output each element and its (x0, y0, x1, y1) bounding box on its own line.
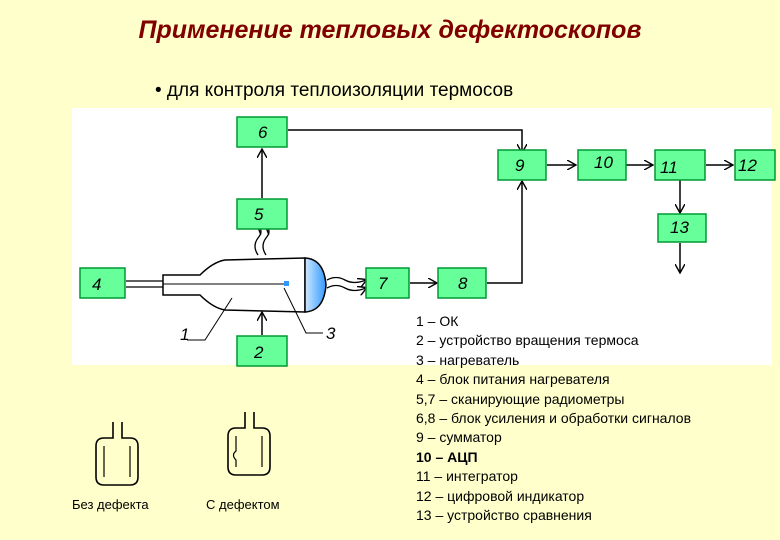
thermos-bottle (162, 257, 327, 313)
block-8: 8 (437, 267, 487, 299)
block-4-label: 4 (92, 275, 101, 294)
block-5: 5 (236, 198, 288, 230)
block-12-label: 12 (738, 156, 757, 175)
arrow-6-to-9 (288, 129, 522, 152)
block-7: 7 (365, 267, 410, 299)
legend-item: 3 – нагреватель (416, 351, 520, 368)
block-13-label: 13 (670, 218, 689, 237)
label-1: 1 (180, 325, 189, 344)
page-title: Применение тепловых дефектоскопов (138, 16, 642, 44)
block-2-label: 2 (253, 343, 264, 362)
block-9-label: 9 (515, 156, 525, 175)
caption-no-defect: Без дефекта (72, 497, 149, 512)
subtitle-bullet: • для контроля теплоизоляции термосов (155, 80, 514, 101)
legend-item: 6,8 – блок усиления и обработки сигналов (416, 410, 692, 427)
thermos-sketch-with-defect (227, 412, 271, 476)
block-7-label: 7 (378, 274, 388, 293)
legend-item: 10 – АЦП (416, 448, 478, 465)
thermos-sketch-no-defect (95, 422, 139, 486)
block-2: 2 (236, 335, 288, 367)
block-13: 13 (657, 213, 707, 243)
block-8-label: 8 (458, 274, 468, 293)
caption-with-defect: С дефектом (206, 497, 280, 512)
arrow-8-to-9 (487, 182, 522, 284)
leader-lines (187, 287, 323, 341)
legend-item: 1 – ОК (416, 313, 459, 329)
block-10: 10 (577, 149, 627, 181)
legend-item: 5,7 – сканирующие радиометры (416, 390, 625, 407)
legend-item: 13 – устройство сравнения (416, 507, 592, 524)
block-5-label: 5 (254, 205, 264, 224)
legend-item: 12 – цифровой индикатор (416, 487, 585, 504)
legend-item: 9 – сумматор (416, 429, 502, 446)
block-9: 9 (497, 149, 547, 181)
block-11-label: 11 (660, 158, 678, 177)
block-12: 12 (734, 149, 776, 181)
block-4: 4 (79, 267, 126, 299)
label-3: 3 (326, 324, 336, 343)
legend-item: 11 – интегратор (416, 468, 518, 485)
block-11: 11 (654, 149, 706, 181)
block-10-label: 10 (594, 153, 613, 172)
legend-item: 2 – устройство вращения термоса (416, 332, 639, 349)
block-6: 6 (236, 116, 288, 148)
legend-item: 4 – блок питания нагревателя (416, 371, 610, 388)
legend-list: 1 – ОК 2 – устройство вращения термоса 3… (416, 312, 691, 525)
block-6-label: 6 (258, 123, 268, 142)
connection-lines (262, 129, 732, 335)
